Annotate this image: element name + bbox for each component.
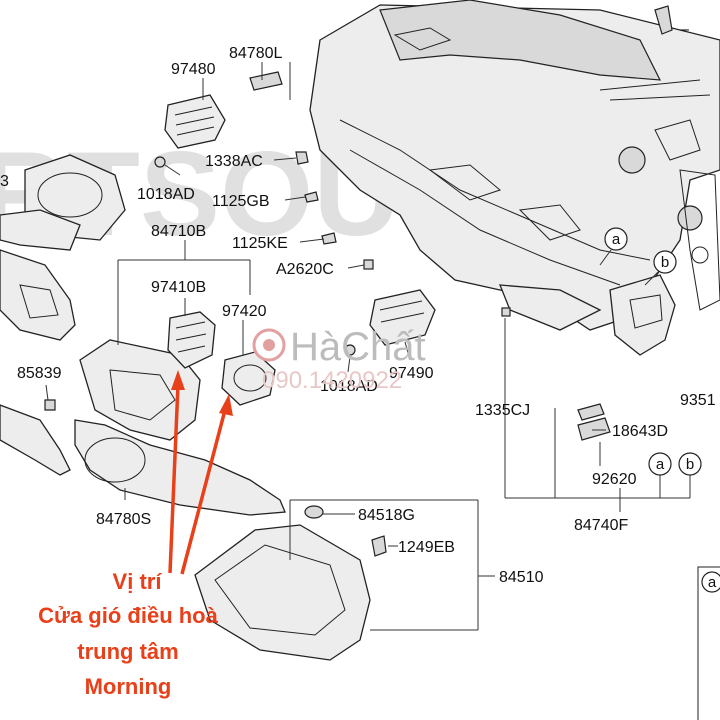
label-1125GB: 1125GB	[212, 193, 270, 210]
label-92620: 92620	[592, 471, 637, 488]
label-1018AD-top: 1018AD	[137, 186, 195, 203]
label-84510: 84510	[499, 569, 544, 586]
svg-text:a: a	[656, 456, 665, 473]
label-1125KE: 1125KE	[232, 235, 288, 252]
label-84710B: 84710B	[151, 223, 206, 240]
vent-97490	[369, 289, 436, 346]
svg-text:a: a	[708, 574, 717, 591]
annotation-line4: Morning	[85, 674, 172, 699]
label-84518G: 84518G	[358, 507, 415, 524]
logo-phone: 090.1420922	[262, 367, 402, 394]
callout-b-bottom: b	[678, 452, 702, 476]
label-97480: 97480	[171, 61, 216, 78]
lower-crash-pad	[0, 339, 286, 516]
label-18643D: 18643D	[612, 423, 668, 440]
callout-a-bottom: a	[648, 452, 672, 476]
vent-97420	[221, 351, 276, 406]
label-partial-left: 3	[0, 173, 9, 190]
callout-a-box: a	[701, 571, 720, 593]
callout-b-top: b	[653, 250, 677, 274]
label-1249EB: 1249EB	[398, 539, 455, 556]
label-97490: 97490	[389, 365, 434, 382]
label-84740F: 84740F	[574, 517, 628, 534]
dashboard-assembly	[309, 0, 720, 356]
label-9351-partial: 9351	[680, 392, 716, 409]
reference-box	[697, 566, 720, 720]
cluster-housing	[0, 154, 126, 341]
callout-a-top: a	[604, 227, 628, 251]
label-A2620C: A2620C	[276, 261, 334, 278]
hachat-logo: HàChất 090.1420922	[252, 325, 426, 394]
logo-text: HàChất	[290, 325, 426, 369]
label-1018AD-mid: 1018AD	[320, 378, 378, 395]
annotation-line2: Cửa gió điều hoà	[38, 603, 218, 628]
annotation-line3: trung tâm	[77, 639, 178, 664]
label-85839: 85839	[17, 365, 62, 382]
red-arrows	[168, 370, 233, 575]
leader-lines	[45, 62, 691, 631]
annotation-line1: Vị trí	[113, 569, 163, 594]
label-top-right: –	[680, 21, 689, 38]
label-97420: 97420	[222, 303, 267, 320]
logo-icon	[252, 328, 286, 362]
label-84780S: 84780S	[96, 511, 151, 528]
svg-text:b: b	[686, 456, 694, 473]
label-84780L: 84780L	[229, 45, 282, 62]
label-1338AC: 1338AC	[205, 153, 263, 170]
vent-97480	[164, 94, 226, 149]
fasteners	[44, 71, 611, 441]
svg-text:b: b	[661, 254, 669, 271]
label-97410B: 97410B	[151, 279, 206, 296]
svg-text:a: a	[612, 231, 621, 248]
glove-box	[194, 505, 387, 661]
label-1335CJ: 1335CJ	[475, 402, 530, 419]
vent-97410B	[167, 311, 216, 369]
